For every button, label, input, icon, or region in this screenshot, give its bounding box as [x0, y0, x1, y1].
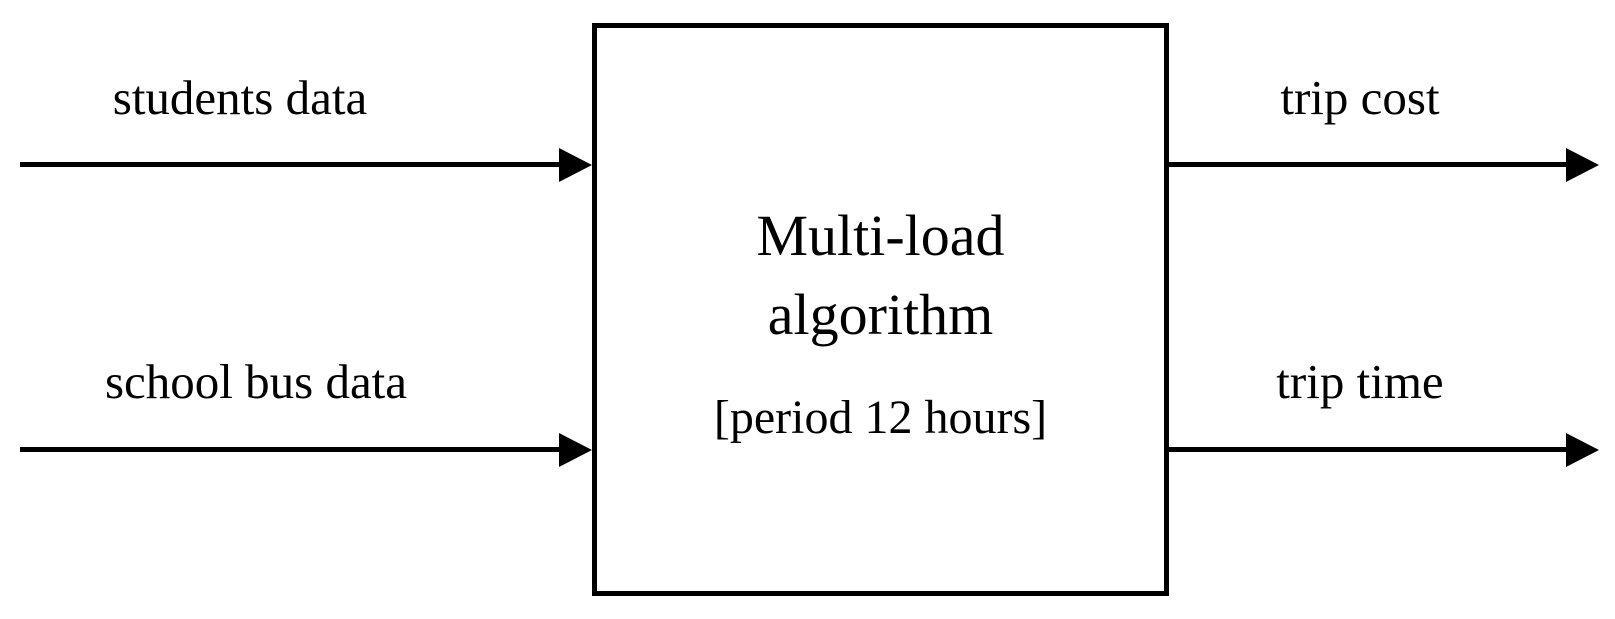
- input-label-students-data: students data: [112, 70, 368, 125]
- input-arrow-students-data-line: [20, 162, 560, 167]
- output-arrow-trip-cost-line: [1168, 162, 1567, 167]
- output-label-trip-cost: trip cost: [1280, 70, 1440, 125]
- output-arrow-trip-time-line: [1168, 447, 1567, 452]
- process-box-annotation: [period 12 hours]: [713, 391, 1048, 444]
- output-arrow-trip-cost-arrowhead-icon: [1566, 148, 1599, 182]
- process-box-title: Multi-load algorithm: [597, 196, 1164, 354]
- input-arrow-students-data-arrowhead-icon: [559, 148, 592, 182]
- process-box-title-line-1: Multi-load: [756, 203, 1005, 268]
- output-label-trip-time: trip time: [1276, 354, 1444, 409]
- input-label-school-bus-data: school bus data: [104, 354, 408, 409]
- process-box-title-line-2: algorithm: [767, 282, 994, 347]
- process-box: Multi-load algorithm [period 12 hours]: [592, 23, 1169, 596]
- input-arrow-school-bus-data-arrowhead-icon: [559, 433, 592, 467]
- output-arrow-trip-time-arrowhead-icon: [1566, 433, 1599, 467]
- input-arrow-school-bus-data-line: [20, 447, 560, 452]
